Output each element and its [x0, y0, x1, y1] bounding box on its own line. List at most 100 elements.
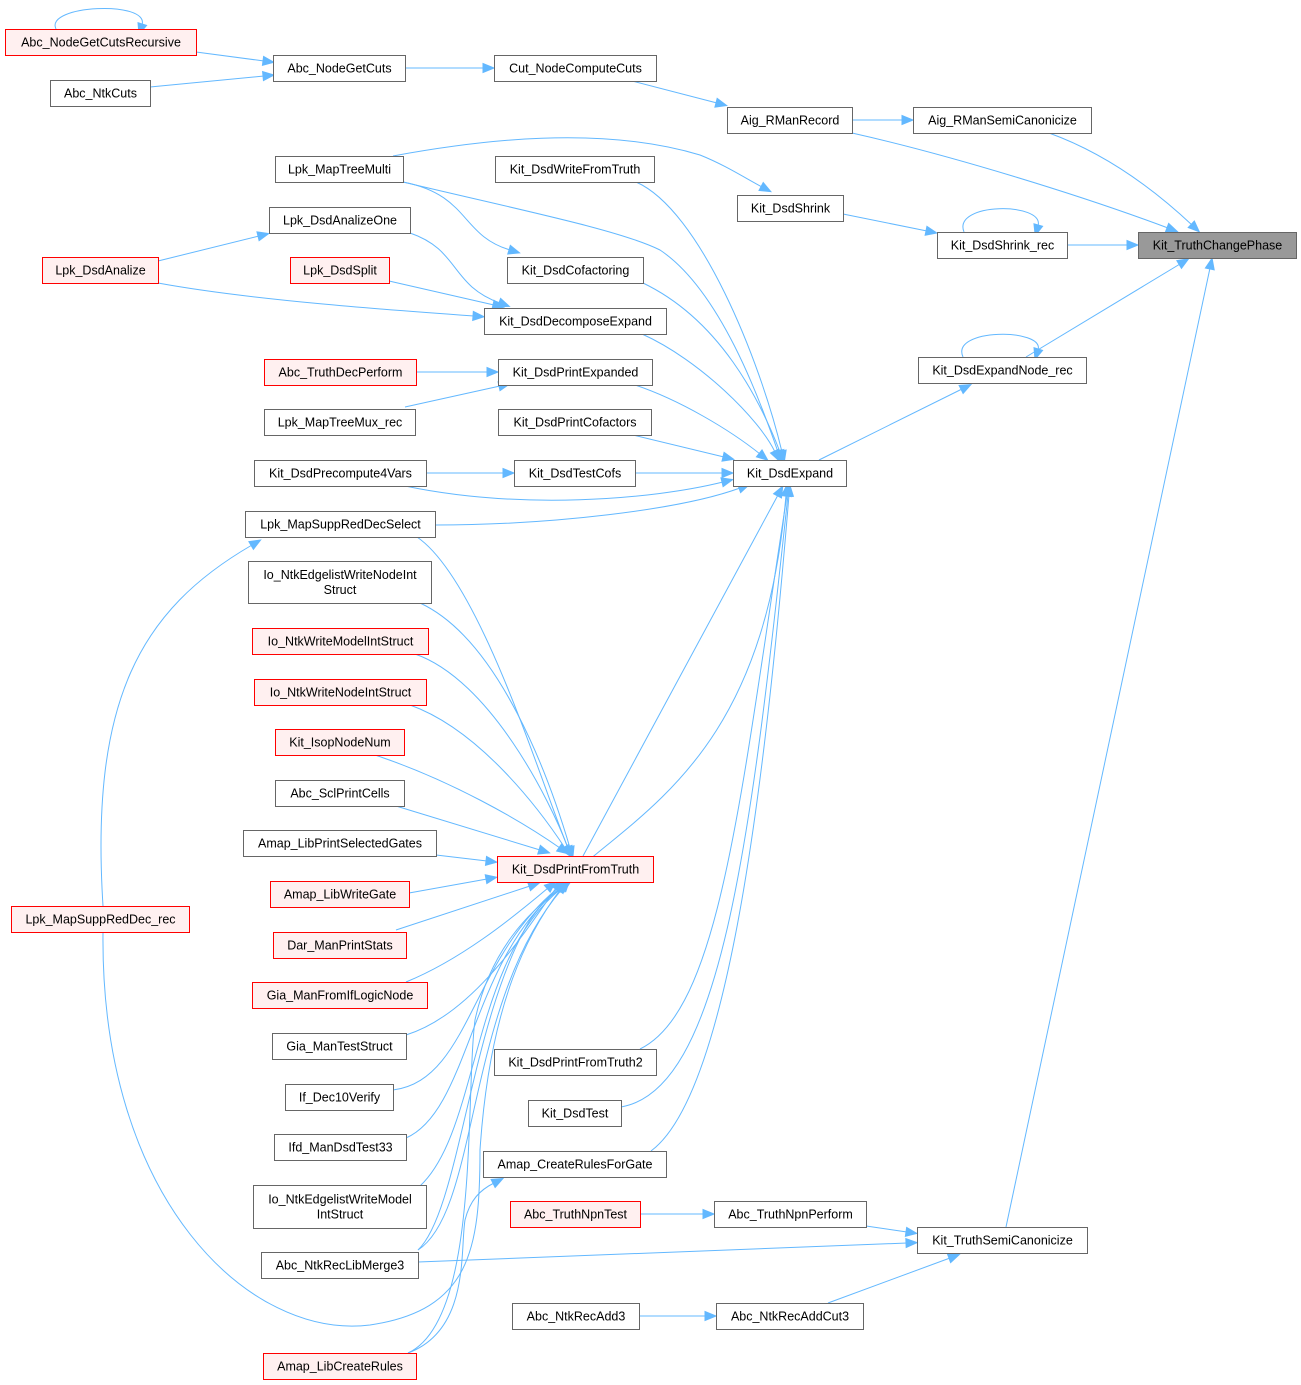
node-abc-truth-npn-test[interactable]: Abc_TruthNpnTest [510, 1201, 641, 1228]
node-label: Abc_NtkRecLibMerge3 [276, 1259, 405, 1273]
node-abc-ntk-rec-lib-merge3[interactable]: Abc_NtkRecLibMerge3 [261, 1252, 419, 1279]
arrowhead-icon [758, 181, 773, 193]
node-kit-truth-semi-canonicize[interactable]: Kit_TruthSemiCanonicize [917, 1227, 1088, 1254]
node-if-dec10-verify[interactable]: If_Dec10Verify [285, 1084, 394, 1111]
node-kit-dsd-shrink[interactable]: Kit_DsdShrink [737, 195, 844, 222]
edge-abc-ntk-cuts-to-abc-node-get-cuts [149, 75, 265, 88]
node-box [272, 1033, 407, 1060]
node-abc-scl-print-cells[interactable]: Abc_SclPrintCells [275, 780, 405, 807]
arrowhead-icon [472, 310, 486, 322]
node-abc-ntk-rec-add3[interactable]: Abc_NtkRecAdd3 [512, 1303, 640, 1330]
node-label: Abc_TruthNpnPerform [728, 1208, 853, 1222]
node-label: Abc_SclPrintCells [290, 787, 389, 801]
node-label: Kit_IsopNodeNum [289, 736, 390, 750]
node-kit-dsd-print-cofactors[interactable]: Kit_DsdPrintCofactors [498, 409, 652, 436]
edge-lpk-map-tree-multi-to-kit-dsd-shrink [392, 137, 763, 188]
node-aig-rman-record[interactable]: Aig_RManRecord [727, 107, 853, 134]
node-kit-dsd-expand[interactable]: Kit_DsdExpand [733, 460, 847, 487]
arrowhead-icon [704, 1310, 718, 1322]
node-kit-dsd-expand-node-rec[interactable]: Kit_DsdExpandNode_rec [918, 357, 1087, 384]
node-lpk-dsd-split[interactable]: Lpk_DsdSplit [290, 257, 390, 284]
node-lpk-map-tree-multi[interactable]: Lpk_MapTreeMulti [275, 156, 404, 183]
node-kit-dsd-test[interactable]: Kit_DsdTest [528, 1100, 622, 1127]
node-box [42, 257, 159, 284]
node-label: Io_NtkEdgelistWriteNodeInt [263, 568, 417, 582]
arrowhead-icon [720, 477, 734, 488]
arrowhead-icon [1176, 258, 1190, 270]
edge-lpk-map-supp-red-dec-rec-to-lpk-map-supp-red-dec-select [100, 544, 253, 907]
node-lpk-map-tree-mux-rec[interactable]: Lpk_MapTreeMux_rec [264, 409, 416, 436]
node-kit-dsd-test-cofs[interactable]: Kit_DsdTestCofs [514, 460, 636, 487]
node-aig-rman-semi-canonicize[interactable]: Aig_RManSemiCanonicize [913, 107, 1092, 134]
node-lpk-map-supp-red-dec-rec[interactable]: Lpk_MapSuppRedDec_rec [11, 906, 190, 933]
arrowhead-icon [526, 881, 541, 892]
node-kit-dsd-cofactoring[interactable]: Kit_DsdCofactoring [507, 257, 644, 284]
node-lpk-dsd-analize[interactable]: Lpk_DsdAnalize [42, 257, 159, 284]
node-kit-dsd-shrink-rec[interactable]: Kit_DsdShrink_rec [937, 232, 1068, 259]
node-box [1138, 232, 1297, 259]
node-abc-truth-npn-perform[interactable]: Abc_TruthNpnPerform [714, 1201, 867, 1228]
node-lpk-dsd-analize-one[interactable]: Lpk_DsdAnalizeOne [269, 207, 411, 234]
node-kit-dsd-write-from-truth[interactable]: Kit_DsdWriteFromTruth [495, 156, 655, 183]
node-io-ntk-write-model-int-struct[interactable]: Io_NtkWriteModelIntStruct [252, 628, 429, 655]
arrowhead-icon [507, 244, 521, 255]
node-kit-dsd-print-expanded[interactable]: Kit_DsdPrintExpanded [498, 359, 653, 386]
node-label: Kit_DsdShrink [751, 202, 831, 216]
node-label: Kit_DsdTest [542, 1107, 609, 1121]
node-box [716, 1303, 864, 1330]
arrowhead-icon [721, 467, 735, 479]
edge-ifd-man-dsd-test33-to-kit-dsd-print-from-truth [405, 887, 561, 1139]
edge-kit-dsd-precompute4-vars-to-kit-dsd-expand [404, 481, 724, 501]
arrowhead-icon [1164, 222, 1179, 233]
node-box [918, 357, 1087, 384]
node-lpk-map-supp-red-dec-select[interactable]: Lpk_MapSuppRedDecSelect [245, 511, 436, 538]
node-ifd-man-dsd-test33[interactable]: Ifd_ManDsdTest33 [274, 1134, 407, 1161]
node-box [510, 1201, 641, 1228]
node-kit-dsd-decompose-expand[interactable]: Kit_DsdDecomposeExpand [484, 308, 667, 335]
edge-lpk-map-tree-mux-rec-to-kit-dsd-print-expanded [404, 385, 501, 408]
arrowhead-icon [490, 1177, 505, 1189]
node-amap-create-rules-for-gate[interactable]: Amap_CreateRulesForGate [483, 1151, 667, 1178]
node-abc-node-get-cuts[interactable]: Abc_NodeGetCuts [273, 55, 406, 82]
node-box [913, 107, 1092, 134]
node-abc-ntk-rec-add-cut3[interactable]: Abc_NtkRecAddCut3 [716, 1303, 864, 1330]
node-kit-dsd-print-from-truth2[interactable]: Kit_DsdPrintFromTruth2 [494, 1049, 657, 1076]
node-kit-dsd-print-from-truth[interactable]: Kit_DsdPrintFromTruth [497, 856, 654, 883]
node-box [245, 511, 436, 538]
edge-lpk-dsd-analize-to-lpk-dsd-analize-one [157, 235, 260, 262]
node-box [937, 232, 1068, 259]
node-box [917, 1227, 1088, 1254]
node-amap-lib-write-gate[interactable]: Amap_LibWriteGate [270, 881, 410, 908]
edge-kit-dsd-write-from-truth-to-kit-dsd-expand [635, 181, 783, 453]
node-box [254, 679, 427, 706]
node-abc-node-get-cuts-recursive[interactable]: Abc_NodeGetCutsRecursive [5, 29, 197, 56]
node-box [243, 830, 437, 857]
node-label: Gia_ManTestStruct [286, 1040, 393, 1054]
node-label: Kit_DsdPrintFromTruth [512, 863, 639, 877]
node-label: Abc_TruthDecPerform [279, 366, 403, 380]
node-abc-truth-dec-perform[interactable]: Abc_TruthDecPerform [264, 359, 417, 386]
arrowhead-icon [557, 881, 572, 894]
node-box [495, 156, 655, 183]
node-kit-dsd-precompute4-vars[interactable]: Kit_DsdPrecompute4Vars [254, 460, 427, 487]
node-cut-node-compute-cuts[interactable]: Cut_NodeComputeCuts [494, 55, 657, 82]
arrowhead-icon [555, 842, 570, 855]
edge-kit-dsd-expand-to-kit-dsd-expand-node-rec [818, 388, 963, 461]
edge-amap-lib-create-rules-to-kit-dsd-print-from-truth [407, 887, 563, 1354]
node-io-ntk-write-node-int-struct[interactable]: Io_NtkWriteNodeIntStruct [254, 679, 427, 706]
node-abc-ntk-cuts[interactable]: Abc_NtkCuts [50, 80, 151, 107]
node-box [274, 1134, 407, 1161]
edge-kit-dsd-cofactoring-to-kit-dsd-expand [642, 282, 781, 453]
node-gia-man-test-struct[interactable]: Gia_ManTestStruct [272, 1033, 407, 1060]
node-kit-truth-change-phase[interactable]: Kit_TruthChangePhase [1138, 232, 1297, 259]
node-label: Amap_LibCreateRules [277, 1360, 403, 1374]
node-kit-isop-node-num[interactable]: Kit_IsopNodeNum [275, 729, 405, 756]
edge-amap-lib-print-selected-gates-to-kit-dsd-print-from-truth [435, 854, 488, 862]
node-dar-man-print-stats[interactable]: Dar_ManPrintStats [273, 932, 407, 959]
node-amap-lib-print-selected-gates[interactable]: Amap_LibPrintSelectedGates [243, 830, 437, 857]
node-gia-man-from-if-logic-node[interactable]: Gia_ManFromIfLogicNode [252, 982, 428, 1009]
node-amap-lib-create-rules[interactable]: Amap_LibCreateRules [263, 1353, 417, 1380]
